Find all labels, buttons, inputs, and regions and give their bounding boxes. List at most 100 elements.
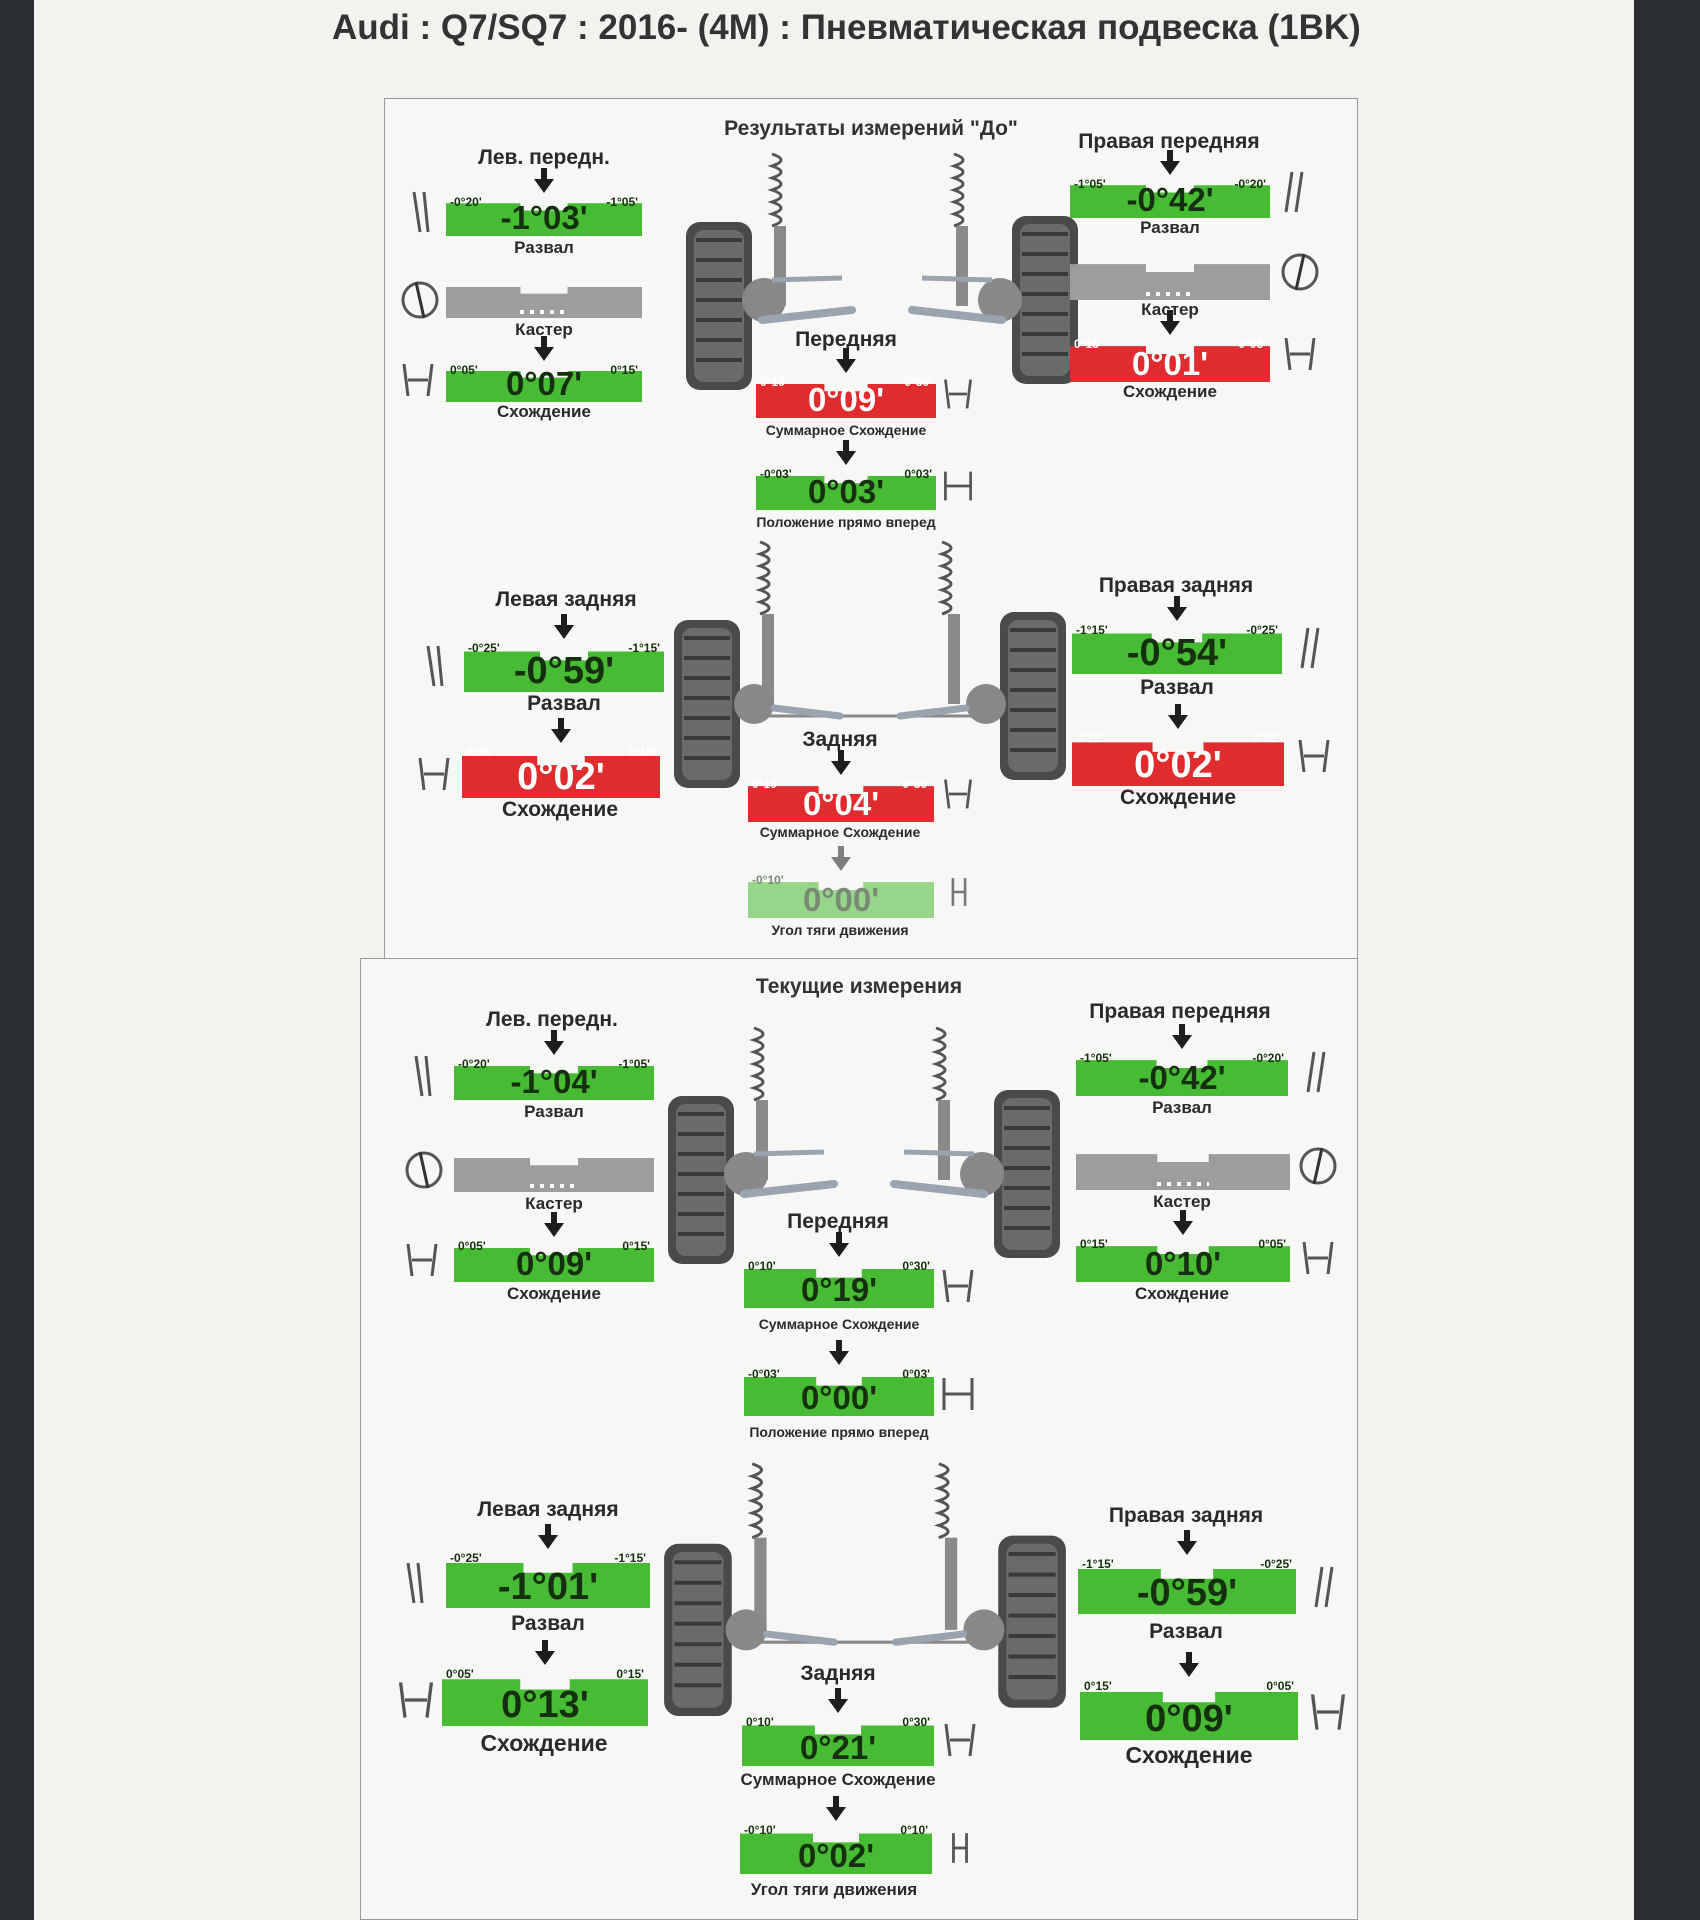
gauge-max: 0°30' [902,1715,930,1729]
left-wheel-graphic [664,1543,732,1716]
left-front-toe-gauge: 0°05' 0°15' 0°09' [454,1212,654,1283]
right-wheel-graphic [1012,216,1078,384]
left-rear-camber-gauge: -0°25' -1°15' -1°01' [446,1524,650,1608]
gauge-value: 0°13' [501,1684,589,1727]
gauge-value: 0°00' [800,1379,878,1417]
toe-icon [1298,739,1330,773]
toe-caption: Схождение [497,402,591,421]
right-front-toe-gauge: 0°15' 0°05' 0°10' [1076,1210,1290,1283]
right-front-toe-gauge: 0°15' 0°05' 0°01' [1070,310,1270,382]
gauge-max: -0°20' [1234,177,1266,191]
panel-title: Текущие измерения [755,975,963,998]
gauge-min: 0°05' [458,1239,486,1253]
toe-icon [944,1723,976,1757]
rear-axle-label: Задняя [802,728,878,751]
front-suspension-illustration [668,1026,1060,1264]
right-rear-toe-gauge: 0°15' 0°05' 0°02' [1072,704,1284,786]
gauge-value: -0°59' [1136,1572,1238,1615]
camber-caption: Развал [524,1102,584,1121]
gauge-max: 0°05' [1258,1237,1286,1251]
gauge-max: 0°03' [902,1367,930,1381]
gauge-min: -0°03' [748,1367,780,1381]
camber-icon [406,1562,424,1604]
gauge-value: 0°10' [1144,1245,1222,1283]
thrust-angle-gauge: -0°10' 0°10' 0°02' [740,1796,932,1875]
gauge-min: -0°20' [450,195,482,209]
gauge-value: -0°42' [1138,1059,1226,1097]
toe-caption: Схождение [1119,786,1237,809]
printed-sheet: Audi : Q7/SQ7 : 2016- (4M) : Пневматичес… [34,0,1634,1920]
thrust-angle-icon [951,878,967,906]
caster-caption: Кастер [515,320,573,339]
gauge-max: 0°15' [616,1667,644,1681]
front-axle-label: Передняя [787,1210,889,1233]
right-front-caster-gauge [1070,254,1270,300]
gauge-value: 0°03' [807,473,885,511]
gauge-dots [1157,1182,1209,1186]
gauge-value: 0°09' [515,1245,593,1283]
document-title: Audi : Q7/SQ7 : 2016- (4M) : Пневматичес… [332,8,1361,47]
gauge-max: 0°15' [610,363,638,377]
left-front-camber-gauge: -0°20' -1°05' -1°03' [446,168,642,236]
straight-ahead-caption: Положение прямо вперед [749,1424,929,1440]
gauge-max: 0°30' [904,375,932,389]
toe-icon [1284,337,1316,371]
gauge-value: 0°07' [505,365,583,403]
gauge-value: 0°00' [802,881,880,919]
toe-icon [406,1243,438,1277]
left-rear-toe-gauge: 0°05' 0°15' 0°02' [462,718,660,799]
gauge-min: -0°25' [468,641,500,655]
camber-icon [1314,1566,1334,1608]
left-rear-camber-gauge: -0°25' -1°15' -0°59' [464,614,664,692]
toe-caption: Схождение [1125,1742,1253,1768]
camber-caption: Развал [1140,676,1214,699]
rear-total-toe-gauge: 0°10' 0°30' 0°21' [742,1688,934,1767]
gauge-value: 0°21' [799,1729,877,1767]
right-rear-camber-gauge: -1°15' -0°25' -0°59' [1078,1530,1296,1615]
left-rear-label: Левая задняя [495,588,637,611]
camber-icon [1306,1051,1326,1093]
toe-icon [944,779,972,809]
thrust-angle-icon [952,1833,968,1863]
gauge-min: -0°10' [744,1823,776,1837]
toe-icon [942,1269,974,1303]
gauge-max: 0°30' [902,777,930,791]
front-total-toe-gauge: 0°10' 0°30' 0°19' [744,1232,934,1309]
camber-icon [1300,627,1320,669]
gauge-min: -0°10' [752,873,784,887]
gauge-value: -0°42' [1126,181,1214,219]
gauge-value: 0°19' [800,1271,878,1309]
gauge-min: -1°05' [1080,1051,1112,1065]
toe-icon [1302,1241,1334,1275]
gauge-value: 0°02' [517,756,605,799]
toe-icon [418,757,450,791]
gauge-max: -0°20' [1252,1051,1284,1065]
gauge-value: 0°02' [797,1837,875,1875]
straight-ahead-gauge: -0°03' 0°03' 0°00' [744,1340,934,1417]
gauge-max: -1°15' [628,641,660,655]
gauge-max: 0°05' [1238,337,1266,351]
rear-suspension-illustration [674,540,1066,788]
gauge-min: 0°05' [446,1667,474,1681]
gauge-max: 0°15' [622,1239,650,1253]
camber-icon [426,645,444,687]
caster-icon [401,281,439,319]
thrust-angle-caption: Угол тяги движения [771,922,909,938]
left-front-camber-gauge: -0°20' -1°05' -1°04' [454,1030,654,1100]
left-wheel-graphic [674,620,740,788]
right-front-label: Правая передняя [1089,1000,1271,1023]
gauge-min: 0°10' [760,375,788,389]
gauge-min: 0°10' [752,777,780,791]
toe-icon [944,379,972,409]
gauge-max: 0°03' [904,467,932,481]
caster-icon [1281,253,1319,291]
thrust-angle-caption: Угол тяги движения [750,1880,918,1899]
gauge-min: 0°05' [450,363,478,377]
right-front-label: Правая передняя [1078,130,1260,153]
right-rear-label: Правая задняя [1098,574,1254,597]
left-wheel-graphic [686,222,752,390]
gauge-min: 0°10' [746,1715,774,1729]
front-suspension-illustration [686,152,1078,390]
toe-caption: Схождение [507,1284,601,1303]
steering-icon [942,1378,974,1410]
